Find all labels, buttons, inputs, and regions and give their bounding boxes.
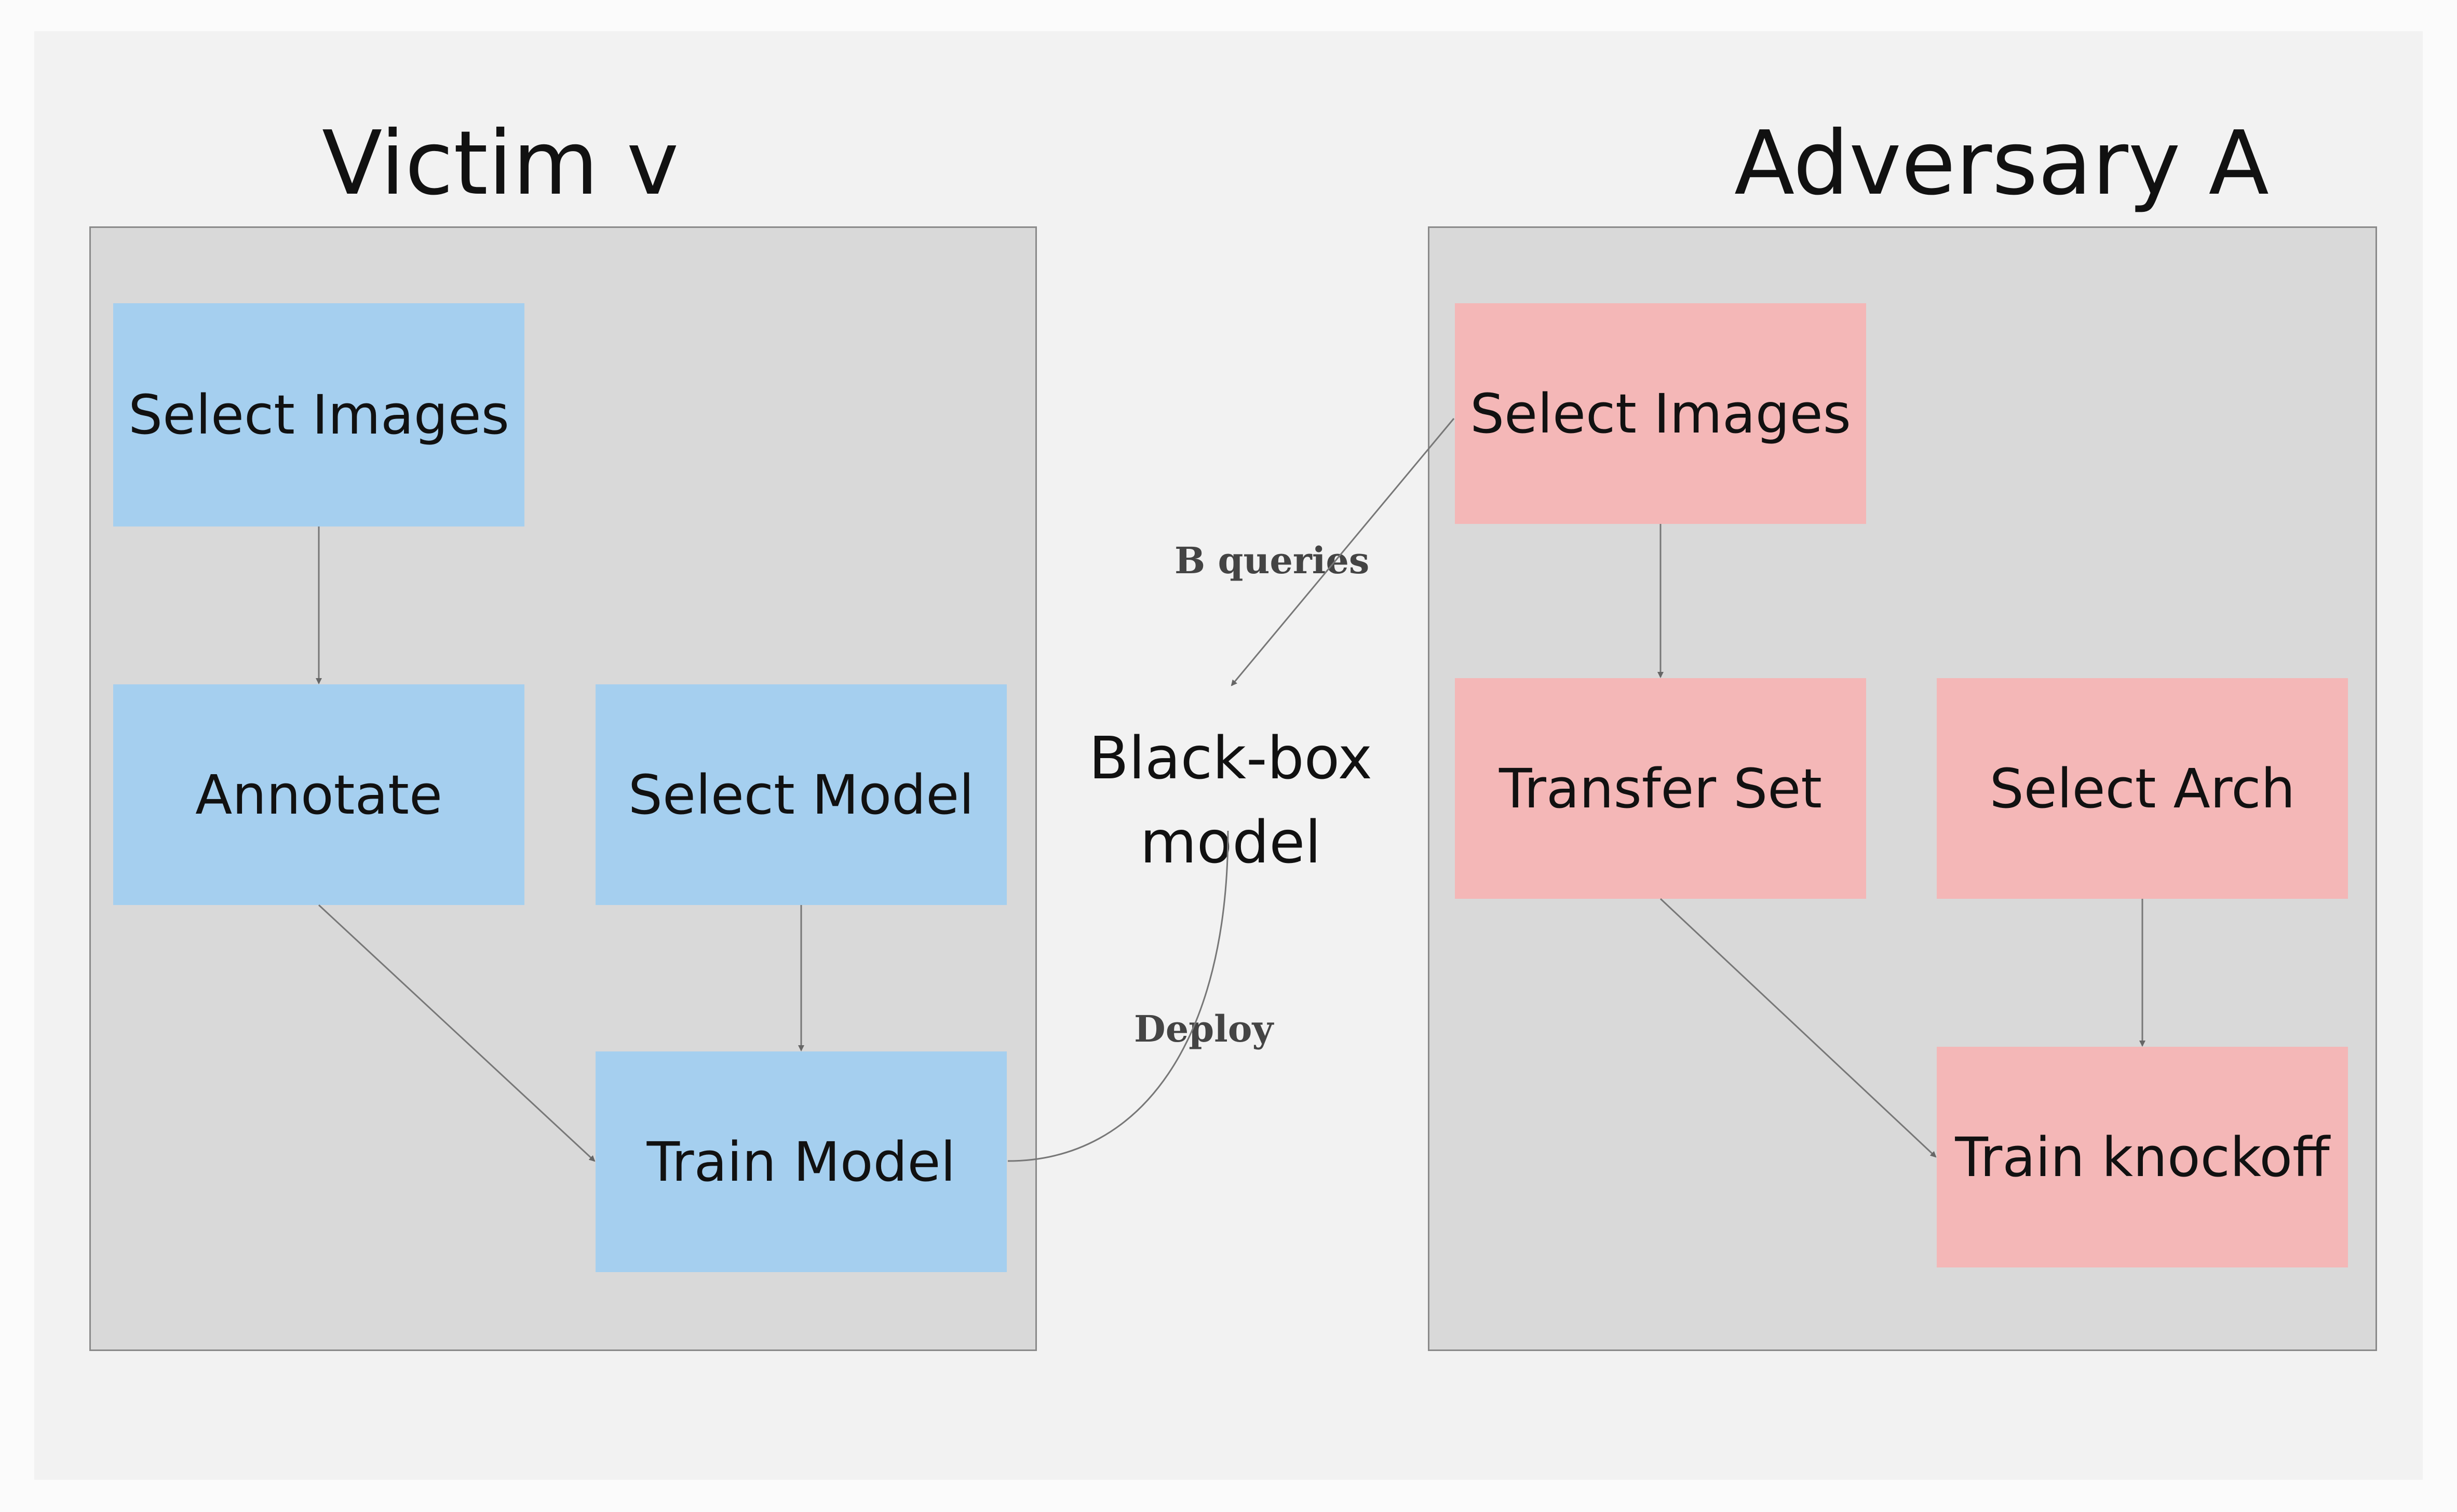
- victim-annotate-node: Annotate: [113, 684, 524, 905]
- victim-train-model-node: Train Model: [596, 1051, 1007, 1272]
- blackbox-model-label: Black-box model: [1054, 717, 1407, 885]
- blackbox-line-1: Black-box: [1089, 725, 1372, 792]
- blackbox-line-2: model: [1140, 809, 1321, 877]
- select-arch-node: Select Arch: [1937, 678, 2348, 899]
- edge-deploy-curve: [1007, 830, 1229, 1162]
- queries-edge-label: B queries: [1174, 539, 1370, 582]
- deploy-edge-label: Deploy: [1134, 1007, 1274, 1050]
- train-knockoff-node: Train knockoff: [1937, 1047, 2348, 1267]
- edge-queries: [1231, 418, 1455, 686]
- edge-annotate-to-train-model: [318, 904, 596, 1162]
- edge-transfer-set-to-train-knockoff: [1659, 898, 1937, 1158]
- victim-select-model-node: Select Model: [596, 684, 1007, 905]
- transfer-set-node: Transfer Set: [1455, 678, 1866, 899]
- victim-title: Victim v: [322, 112, 679, 215]
- victim-select-images-node: Select Images: [113, 303, 524, 526]
- adversary-title: Adversary A: [1734, 112, 2269, 215]
- adversary-select-images-node: Select Images: [1455, 303, 1866, 524]
